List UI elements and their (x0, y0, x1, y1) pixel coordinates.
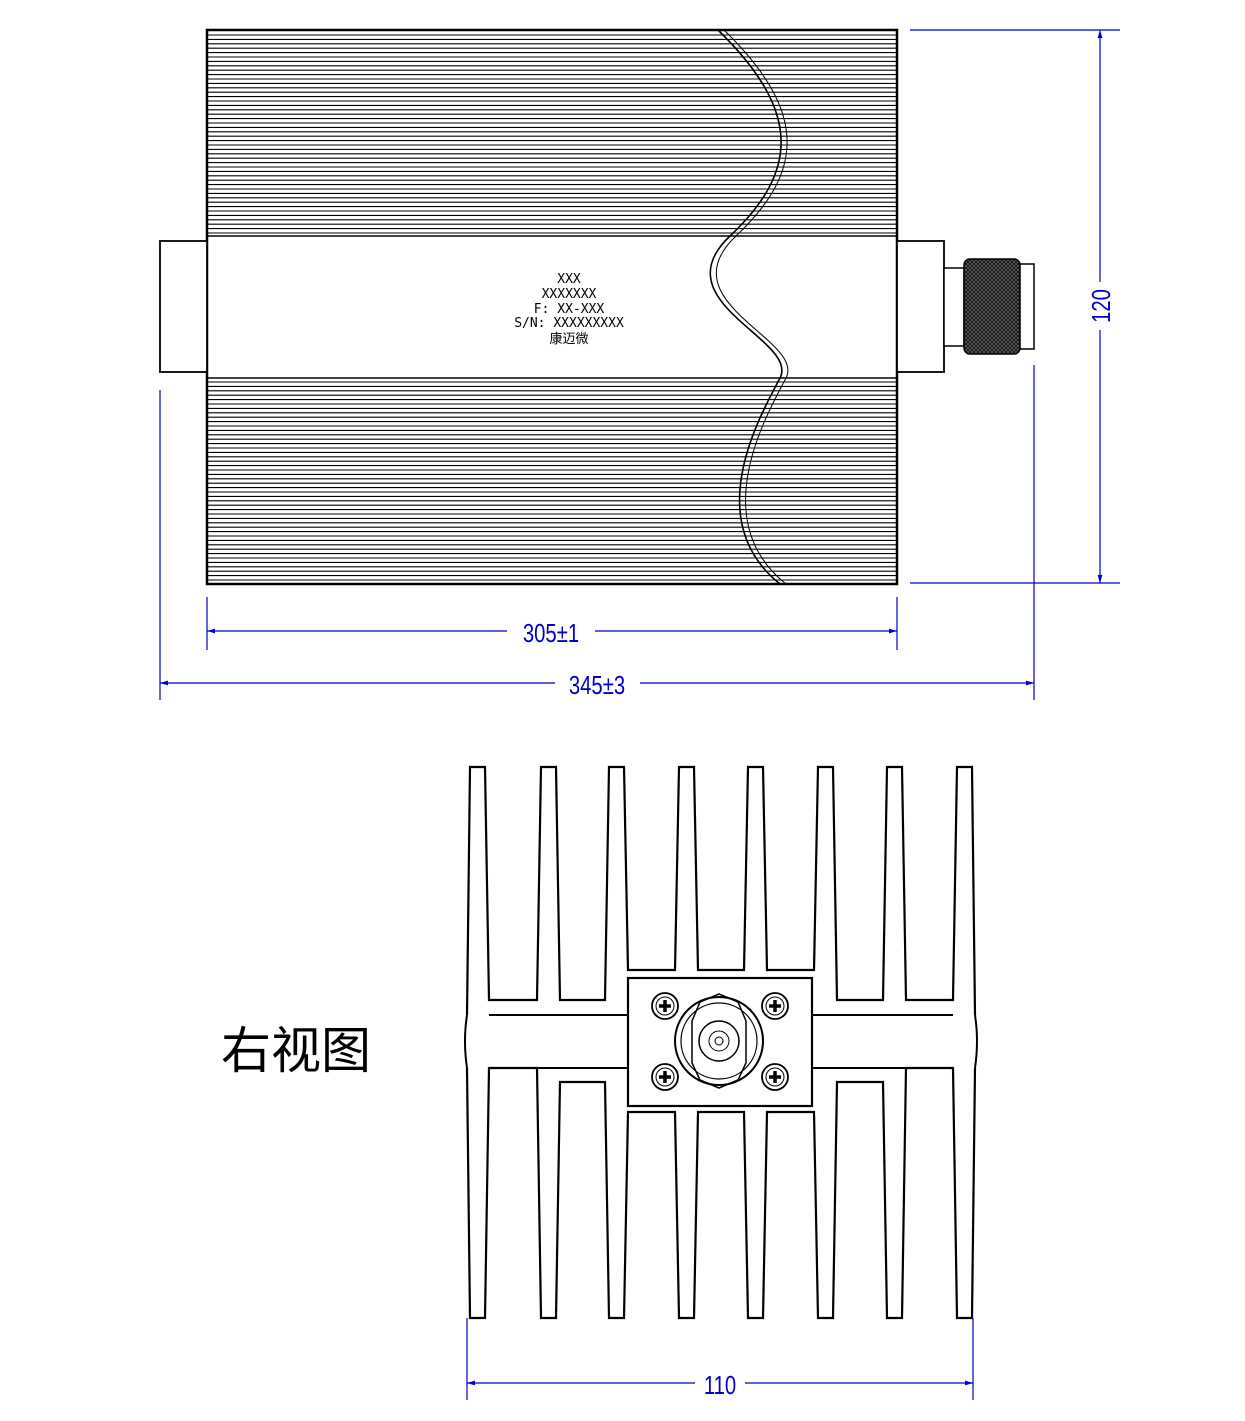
dimension-height: 120 (1087, 289, 1116, 323)
heatsink-ribs-bottom (207, 381, 897, 581)
fin-comb-bottom (465, 1066, 977, 1320)
left-flange (159, 240, 208, 373)
fin-edge (464, 1014, 468, 1069)
fin-edge (974, 1014, 978, 1069)
phillips-screw-icon (651, 1063, 679, 1091)
phillips-screw-icon (761, 992, 789, 1020)
fin-comb-top (465, 765, 977, 1016)
label-line-5: 康迈微 (549, 331, 588, 347)
dimension-fin-width: 110 (704, 1371, 736, 1400)
label-line-1: XXX (557, 272, 581, 287)
label-line-4: S/N: XXXXXXXXX (514, 316, 624, 331)
phillips-screw-icon (761, 1063, 789, 1091)
n-type-connector-face-icon (674, 993, 764, 1089)
side-view-title: 右视图 (221, 1022, 371, 1080)
phillips-screw-icon (651, 992, 789, 1091)
label-band (206, 235, 898, 379)
front-view: XXX XXXXXXX F: XX-XXX S/N: XXXXXXXXX 康迈微 (159, 28, 1035, 586)
heatsink-ribs-top (207, 34, 897, 234)
right-flange (896, 240, 945, 373)
break-line (709, 29, 789, 585)
side-dimensions (466, 1318, 974, 1400)
dimension-body-length: 305±1 (523, 619, 579, 648)
side-view: 右视图 (221, 765, 978, 1320)
product-label: XXX XXXXXXX F: XX-XXX S/N: XXXXXXXXX 康迈微 (514, 272, 624, 347)
dimension-overall-length: 345±3 (569, 671, 625, 700)
front-dimensions (159, 29, 1120, 700)
phillips-screw-icon (651, 992, 679, 1020)
heatsink-fins (464, 765, 978, 1320)
label-line-3: F: XX-XXX (534, 302, 605, 317)
n-type-connector-icon (943, 258, 1035, 355)
label-line-2: XXXXXXX (542, 287, 597, 302)
